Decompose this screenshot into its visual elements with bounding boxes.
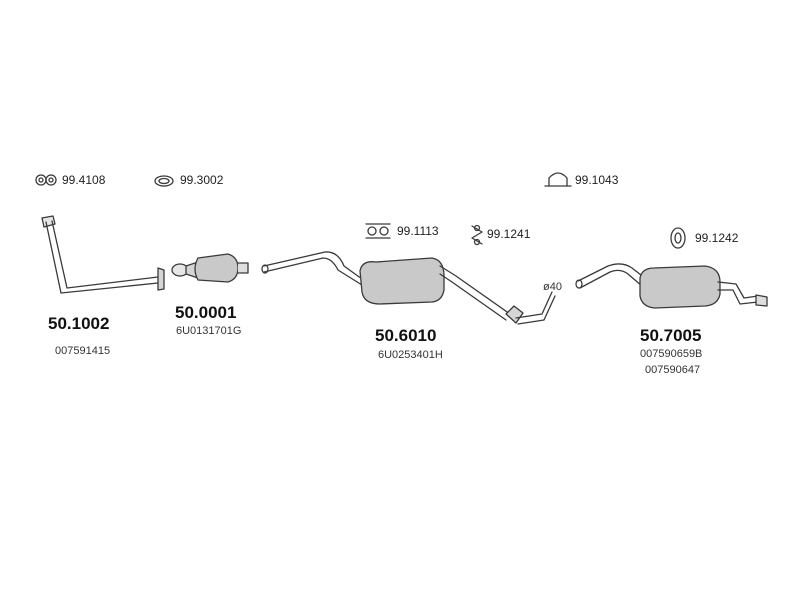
front-downpipe [41, 215, 165, 294]
accessory-part-number: 99.1113 [397, 224, 439, 238]
accessory-part-number: 99.1241 [487, 227, 531, 241]
u-clamp-icon [544, 172, 572, 187]
accessory-part-number: 99.4108 [62, 173, 106, 187]
rubber-mount-icon [365, 223, 391, 239]
oe-number: 007590659B [640, 348, 703, 360]
clamp-ring-icon [35, 174, 57, 186]
accessory-part-number: 99.1242 [695, 231, 739, 245]
accessory-part-number: 99.3002 [180, 173, 224, 187]
oe-number: 6U0253401H [378, 349, 443, 361]
pipe-diameter-label: ø40 [543, 281, 562, 293]
accessory-part-number: 99.1043 [575, 173, 619, 187]
part-number: 50.7005 [640, 326, 702, 345]
part-number: 50.1002 [48, 314, 110, 333]
oe-number: 6U0131701G [176, 325, 242, 337]
oe-number: 007591415 [55, 345, 111, 357]
catalytic-converter [171, 253, 249, 283]
rear-silencer [575, 263, 768, 309]
oe-number: 007590647 [645, 364, 701, 376]
hanger-bracket-icon [471, 224, 483, 246]
gasket-ring-icon [154, 175, 174, 187]
middle-silencer [261, 251, 556, 325]
mount-ring-icon [670, 227, 686, 249]
part-number: 50.6010 [375, 326, 437, 345]
part-number: 50.0001 [175, 303, 237, 322]
